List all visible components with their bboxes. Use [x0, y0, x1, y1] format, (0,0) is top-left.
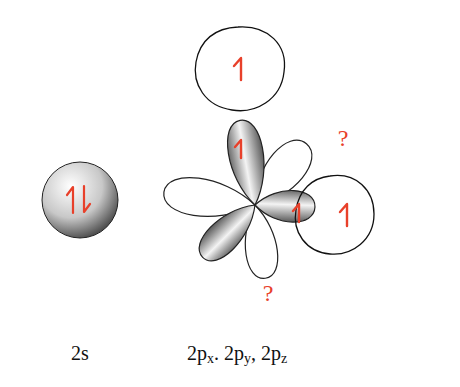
lobe-shaded — [254, 189, 315, 223]
lobe-shaded — [223, 117, 272, 208]
orbital-label: . 2p — [214, 343, 244, 363]
subscript: z — [281, 352, 287, 366]
question-mark: ? — [338, 126, 349, 150]
subscript: y — [244, 352, 251, 366]
hand-circle — [195, 27, 284, 111]
orbital-label: , 2p — [251, 343, 281, 363]
subscript: x — [207, 352, 214, 366]
electron-pair — [67, 186, 90, 213]
question-mark: ? — [263, 281, 274, 305]
orbital-label: 2s — [71, 343, 89, 363]
hand-circle — [295, 175, 374, 254]
p-orbitals — [161, 117, 321, 280]
electron-arrows — [234, 58, 347, 226]
s-orbital — [42, 162, 118, 238]
orbital-label: 2p — [187, 343, 207, 363]
